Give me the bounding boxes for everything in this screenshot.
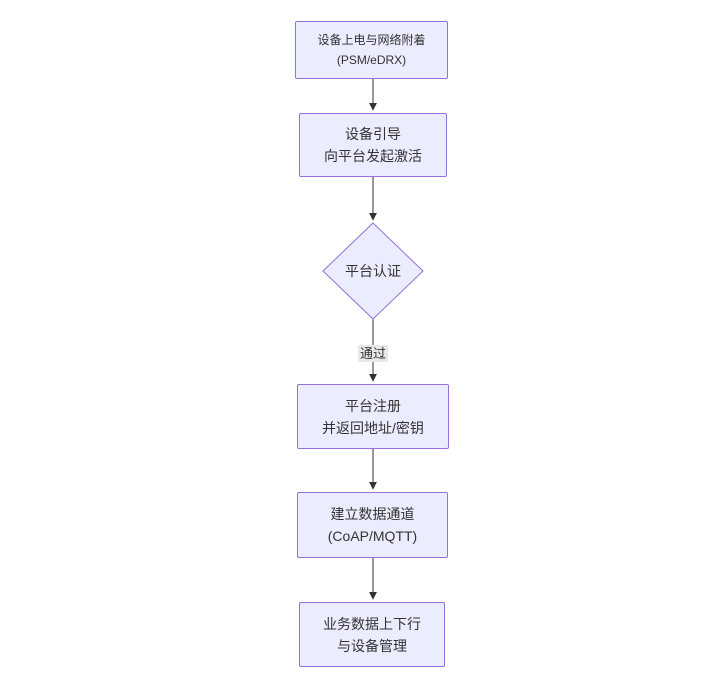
- node-channel-line1: 建立数据通道: [330, 506, 415, 522]
- node-power-attach: 设备上电与网络附着 (PSM/eDRX): [295, 21, 448, 79]
- node-bootstrap-line1: 设备引导: [345, 126, 401, 142]
- decision-diamond-shape: [322, 222, 424, 320]
- node-power-attach-line2: (PSM/eDRX): [336, 53, 407, 67]
- node-business-line1: 业务数据上下行: [323, 615, 421, 632]
- edge-label-pass: 通过: [357, 345, 389, 362]
- node-bootstrap: 设备引导 向平台发起激活: [299, 113, 447, 177]
- node-channel-line2: (CoAP/MQTT): [327, 528, 418, 544]
- node-bootstrap-line2: 向平台发起激活: [324, 148, 422, 164]
- node-register-line1: 平台注册: [345, 397, 401, 414]
- node-power-attach-line1: 设备上电与网络附着: [317, 33, 426, 47]
- node-channel: 建立数据通道 (CoAP/MQTT): [297, 492, 448, 558]
- node-business-line2: 与设备管理: [337, 637, 407, 654]
- node-register: 平台注册 并返回地址/密钥: [297, 384, 449, 449]
- node-register-line2: 并返回地址/密钥: [322, 419, 424, 436]
- node-business: 业务数据上下行 与设备管理: [299, 602, 445, 667]
